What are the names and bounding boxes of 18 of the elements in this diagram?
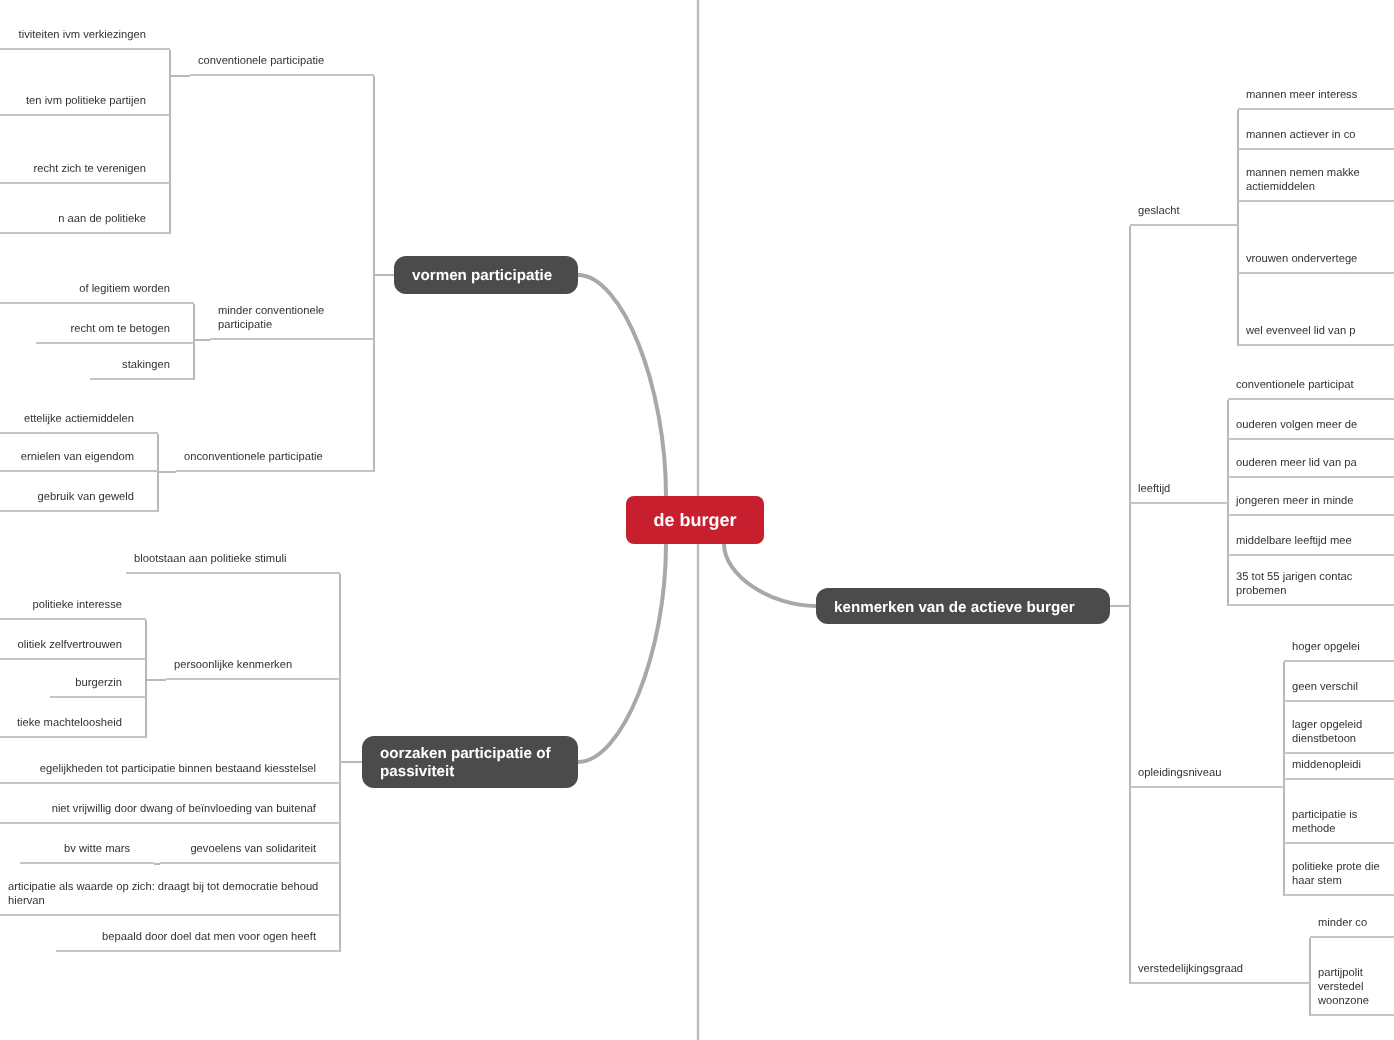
branch-curve [577, 543, 668, 764]
connector-line [1309, 983, 1311, 1017]
connector-line [1237, 225, 1239, 347]
connector-line [1283, 787, 1285, 897]
connector-line [1283, 779, 1285, 789]
connector-line [1227, 477, 1229, 505]
connector-line [1109, 605, 1131, 985]
branch-curve [577, 273, 668, 497]
branch-curve [722, 543, 817, 608]
connector-line [193, 339, 211, 381]
connector-line [1237, 201, 1239, 227]
connector-line [339, 761, 363, 953]
connector-line [1227, 503, 1229, 607]
connector-line [153, 863, 161, 865]
connector-line [1309, 937, 1311, 985]
central-topic: de burger [626, 496, 764, 544]
connector-line [157, 471, 177, 513]
connector-line [145, 679, 167, 739]
